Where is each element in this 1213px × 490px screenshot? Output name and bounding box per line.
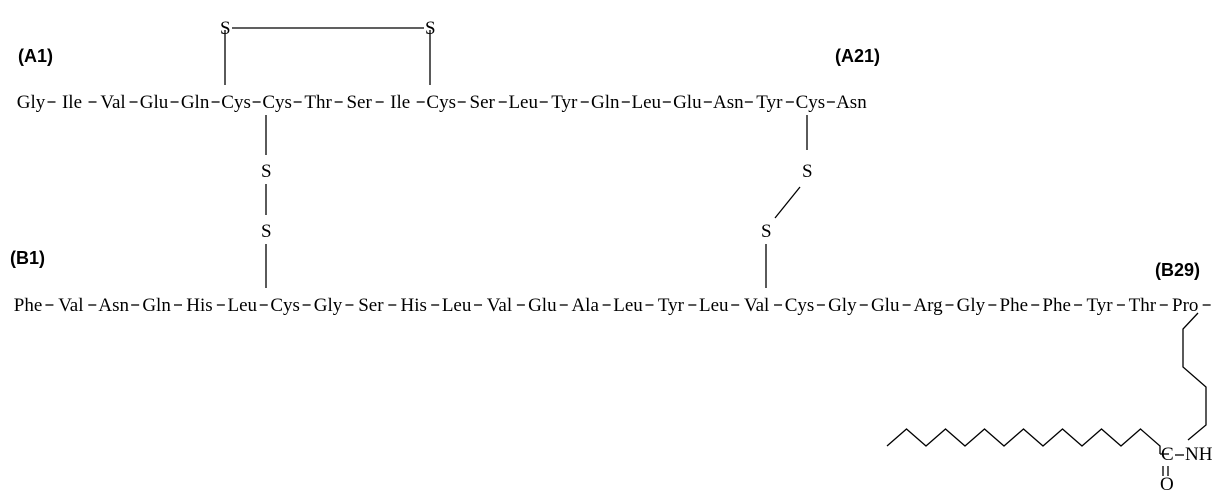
residue-chain-a-7: Cys (262, 92, 292, 113)
residue-chain-b-28: Pro (1172, 295, 1198, 316)
residue-chain-a-15: Gln (591, 92, 620, 113)
residue-chain-a-14: Tyr (551, 92, 578, 113)
residue-chain-b-22: Arg (913, 295, 943, 316)
residue-chain-b-14: Ala (571, 295, 599, 316)
residue-chain-a-16: Leu (632, 92, 662, 113)
residue-chain-b-3: Asn (98, 295, 129, 316)
residue-chain-b-27: Thr (1129, 295, 1157, 316)
residue-chain-a-2: Ile (62, 92, 82, 113)
chain-a-start-label: (A1) (18, 46, 53, 66)
disulfide-bridge-a7-b7: S S (261, 115, 272, 288)
myristoyl-fatty-acid-chain (886, 428, 1161, 454)
residue-chain-b-25: Phe (1042, 295, 1071, 316)
residue-chain-b-17: Leu (699, 295, 729, 316)
lysine-side-chain (1182, 312, 1207, 441)
residue-chain-a-3: Val (100, 92, 125, 113)
residue-chain-b-13: Glu (528, 295, 557, 316)
chain-a-sequence: Gly Ile Val Glu Gln Cys Cys Thr Ser Ile Cys Ser Leu T… (17, 92, 867, 113)
residue-chain-b-5: His (186, 295, 212, 316)
residue-chain-b-2: Val (58, 295, 83, 316)
sulfur-atom: S (261, 221, 272, 242)
sulfur-atom: S (761, 221, 772, 242)
sulfur-atom: S (802, 161, 813, 182)
amide-linkage: C NH O (1160, 444, 1213, 490)
residue-chain-a-21: Asn (836, 92, 867, 113)
carbonyl-carbon-atom: C (1161, 444, 1174, 465)
residue-chain-b-19: Cys (785, 295, 815, 316)
residue-chain-a-8: Thr (304, 92, 332, 113)
residue-chain-a-9: Ser (346, 92, 372, 113)
residue-chain-a-19: Tyr (756, 92, 783, 113)
residue-chain-b-26: Tyr (1086, 295, 1113, 316)
chain-a-end-label: (A21) (835, 46, 880, 66)
residue-chain-b-24: Phe (1000, 295, 1029, 316)
amide-nh: NH (1185, 444, 1213, 465)
residue-chain-a-10: Ile (390, 92, 410, 113)
residue-chain-b-1: Phe (14, 295, 43, 316)
residue-chain-a-13: Leu (508, 92, 538, 113)
residue-chain-b-20: Gly (828, 295, 857, 316)
residue-chain-b-11: Leu (442, 295, 472, 316)
residue-chain-a-4: Glu (140, 92, 169, 113)
chain-b-start-label: (B1) (10, 248, 45, 268)
residue-chain-a-5: Gln (181, 92, 210, 113)
residue-chain-a-6: Cys (221, 92, 251, 113)
chain-b-sequence: Phe Val Asn Gln His Leu Cys Gly Ser His Leu Val Glu A… (14, 295, 1211, 316)
residue-chain-b-9: Ser (358, 295, 384, 316)
disulfide-bridge-a6-a11: S S (220, 18, 436, 85)
residue-chain-b-6: Leu (228, 295, 258, 316)
sulfur-atom: S (261, 161, 272, 182)
residue-chain-b-4: Gln (142, 295, 171, 316)
residue-chain-b-18: Val (744, 295, 769, 316)
residue-chain-a-1: Gly (17, 92, 46, 113)
residue-chain-b-10: His (401, 295, 427, 316)
residue-chain-b-21: Glu (871, 295, 900, 316)
residue-chain-b-23: Gly (957, 295, 986, 316)
carbonyl-oxygen-atom: O (1160, 474, 1174, 490)
residue-chain-a-18: Asn (713, 92, 744, 113)
sulfur-atom: S (425, 18, 436, 39)
residue-chain-a-17: Glu (673, 92, 702, 113)
residue-chain-b-15: Leu (613, 295, 643, 316)
disulfide-bridge-a20-b19: S S (761, 115, 813, 288)
residue-chain-a-20: Cys (796, 92, 826, 113)
residue-chain-b-8: Gly (314, 295, 343, 316)
chain-b-end-label: (B29) (1155, 260, 1200, 280)
sulfur-atom: S (220, 18, 231, 39)
residue-chain-b-12: Val (487, 295, 512, 316)
residue-chain-a-11: Cys (426, 92, 456, 113)
residue-chain-b-7: Cys (270, 295, 300, 316)
residue-chain-b-16: Tyr (658, 295, 685, 316)
residue-chain-a-12: Ser (470, 92, 496, 113)
